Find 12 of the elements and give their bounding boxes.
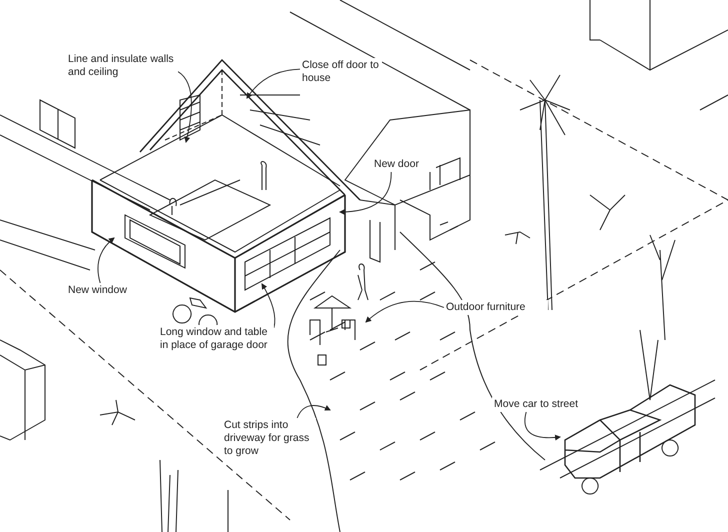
callout-label: New door (372, 157, 436, 172)
callout-label: Line and insulate walls and ceiling (66, 52, 178, 80)
callout-label: Cut strips into driveway for grass to grow (222, 418, 316, 459)
leader-line (98, 237, 115, 284)
leader-line (246, 68, 300, 99)
leader-line (365, 300, 444, 323)
leader-line (296, 405, 331, 418)
leader-line (178, 71, 192, 143)
callout-label: Outdoor furniture (444, 300, 548, 315)
leader-line (339, 172, 392, 215)
leader-line (524, 412, 561, 440)
callout-label: Long window and table in place of garage door (158, 325, 274, 353)
